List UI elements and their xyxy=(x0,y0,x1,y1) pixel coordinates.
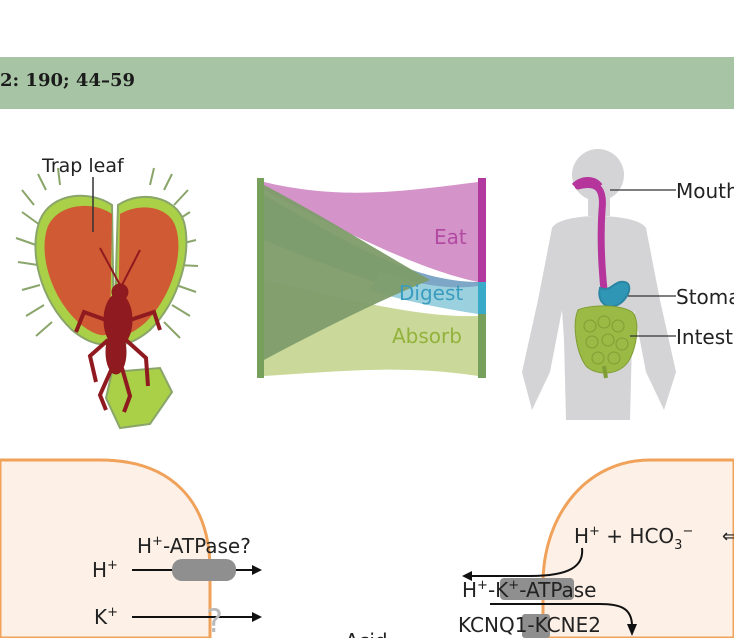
trap-petiole xyxy=(104,366,174,430)
flow-label-absorb: Absorb xyxy=(392,324,462,348)
flow-right-bar-digest xyxy=(478,282,486,314)
left-ion-h: H+ xyxy=(92,558,118,582)
middle-acid-label: Acid xyxy=(345,629,388,638)
stomach-icon xyxy=(598,280,631,308)
right-reaction: H+ + HCO3− xyxy=(574,524,693,553)
flow-label-digest: Digest xyxy=(399,281,463,305)
flow-label-eat: Eat xyxy=(434,225,467,249)
intestine-icon xyxy=(574,305,638,379)
right-cell xyxy=(541,458,734,638)
flytrap-panel: Trap leaf xyxy=(15,155,199,430)
right-pump-icon xyxy=(500,578,574,600)
journal-header-bar xyxy=(0,57,734,109)
flow-right-bar-eat xyxy=(478,178,486,282)
flow-band-eat xyxy=(264,182,478,282)
right-channel-label: KCNQ1-KCNE2 xyxy=(458,613,601,637)
left-pump-icon xyxy=(172,559,236,581)
flow-right-bar-absorb xyxy=(478,314,486,378)
flow-left-bar xyxy=(257,178,264,378)
human-label-intestine: Intestine xyxy=(676,325,734,349)
left-pump-label: H+-ATPase? xyxy=(137,534,251,558)
left-ion-k: K+ xyxy=(94,605,118,629)
cell-diagram: H+-ATPase? H+ K+ ? Acid H+ + HCO3− ⇐ H+-… xyxy=(0,458,734,638)
trap-leaf-label: Trap leaf xyxy=(41,155,125,177)
human-label-stomach: Stomach xyxy=(676,285,734,309)
right-pump-label: H+-K+-ATPase xyxy=(462,578,596,602)
esophagus xyxy=(574,181,608,294)
journal-citation: 2: 190; 44–59 xyxy=(0,70,136,91)
right-channel-icon xyxy=(522,614,550,638)
svg-text:⇐: ⇐ xyxy=(722,526,734,547)
human-label-mouth: Mouth xyxy=(676,179,734,203)
flow-band-source xyxy=(264,185,430,360)
flytrap-bristles xyxy=(15,167,199,339)
human-panel: Mouth Stomach Intestine xyxy=(522,149,734,420)
left-unknown-mark: ? xyxy=(206,602,223,638)
cricket-icon xyxy=(74,247,162,413)
mouth-icon xyxy=(571,177,603,189)
flow-panel: Eat Digest Absorb xyxy=(257,178,486,378)
